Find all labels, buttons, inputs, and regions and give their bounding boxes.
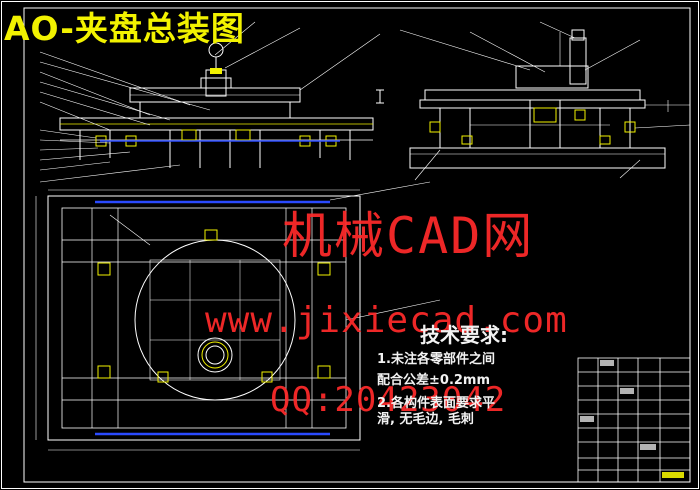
side-view-highlights: [429, 107, 636, 145]
front-view-leaders: [39, 21, 381, 183]
tech-requirement-line-1: 1.未注各零部件之间: [377, 352, 495, 367]
plan-view-leaders: [109, 181, 441, 321]
watermark-qq: QQ:20423042: [270, 380, 507, 420]
watermark-url: www.jixiecad.com: [205, 300, 568, 341]
inner-border: [23, 7, 691, 483]
tech-requirements-heading: 技术要求:: [420, 323, 508, 347]
watermark-brand: 机械CAD网: [282, 207, 535, 265]
side-view-leaders: [399, 21, 691, 181]
side-view: [409, 29, 666, 169]
title-block: [577, 357, 691, 483]
drawing-title: AO-夹盘总装图: [4, 9, 245, 48]
plan-view-highlights: [95, 200, 331, 436]
tech-requirement-line-4: 滑, 无毛边, 毛刺: [377, 412, 474, 427]
front-view-highlights: [95, 68, 340, 147]
tech-requirement-line-2: 配合公差±0.2mm: [377, 373, 491, 388]
tech-requirement-line-3: 2.各构件表面要求平: [377, 396, 495, 411]
front-view: [59, 42, 384, 168]
